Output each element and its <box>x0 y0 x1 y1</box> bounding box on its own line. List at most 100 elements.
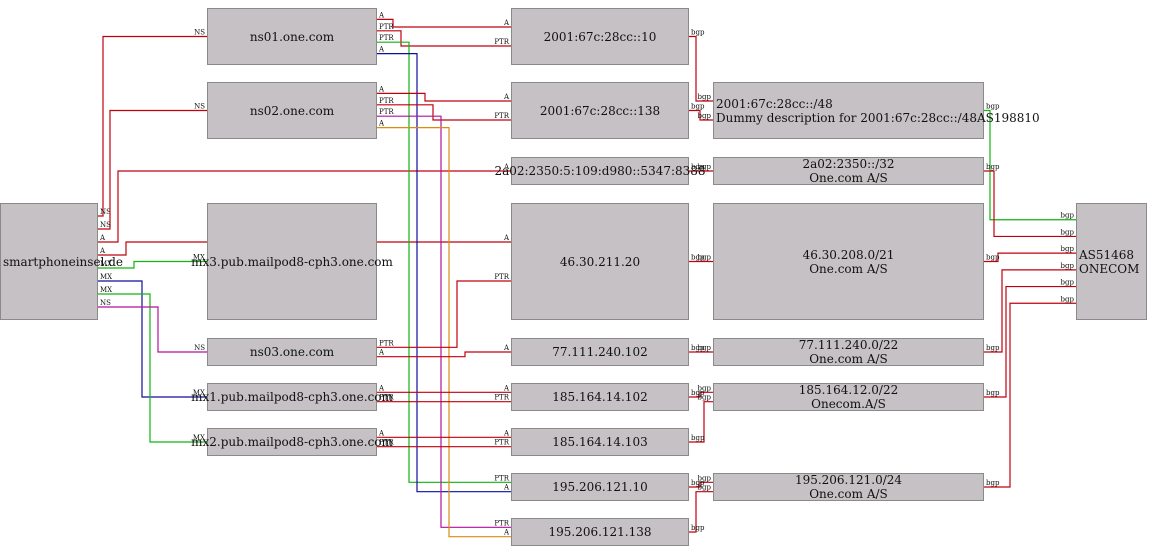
edge-label-target: PTR <box>494 394 509 402</box>
edge-label-target: bgp <box>698 344 712 352</box>
edge-label-source: bgp <box>986 254 1000 262</box>
node-prefix-2a02[interactable]: 2a02:2350::/32 One.com A/S <box>713 157 984 185</box>
node-ns03[interactable]: ns03.one.com <box>207 338 377 366</box>
edge-label-source: A <box>99 234 106 242</box>
edge-label-source: bgp <box>691 103 705 111</box>
edge-label-target: bgp <box>698 254 712 262</box>
edge-label-target: bgp <box>698 163 712 171</box>
edge-label-source: MX <box>100 286 112 294</box>
edge-label-target: PTR <box>494 112 509 120</box>
node-ip4-77-111-240-102[interactable]: 77.111.240.102 <box>511 338 689 366</box>
edge-label-source: bgp <box>691 524 705 532</box>
edge-label-source: bgp <box>691 479 705 487</box>
node-ip4-195-206-121-10[interactable]: 195.206.121.10 <box>511 473 689 501</box>
node-prefix-46[interactable]: 46.30.208.0/21 One.com A/S <box>713 203 984 320</box>
node-ip4-195-206-121-10-label: 195.206.121.10 <box>552 480 648 494</box>
edge-label-source: MX <box>100 260 112 268</box>
edge-label-source: PTR <box>379 23 394 31</box>
edge-ip6_138-pfx_2001 <box>689 109 713 121</box>
edge-label-source: A <box>378 384 385 392</box>
edge-ns02-ip4_121_138 <box>377 115 511 528</box>
node-prefix-77[interactable]: 77.111.240.0/22 One.com A/S <box>713 338 984 366</box>
node-ip6-138[interactable]: 2001:67c:28cc::138 <box>511 82 689 139</box>
node-asn-line2: ONECOM <box>1079 261 1140 276</box>
node-mx2[interactable]: mx2.pub.mailpod8-cph3.one.com <box>191 428 393 456</box>
edge-domain-mx2 <box>98 293 207 443</box>
edge-label-source: NS <box>100 299 111 307</box>
node-prefix-195-line1: 195.206.121.0/24 <box>794 473 903 487</box>
node-mx1[interactable]: mx1.pub.mailpod8-cph3.one.com <box>191 383 393 411</box>
node-ip6-138-label: 2001:67c:28cc::138 <box>539 103 661 118</box>
edge-label-source: PTR <box>379 97 394 105</box>
node-ip6-smartphone[interactable]: 2a02:2350:5:109:d980::5347:8388 <box>494 157 706 185</box>
edge-ip4_14_103-pfx_185 <box>689 401 713 443</box>
edge-label-source: PTR <box>379 34 394 42</box>
node-prefix-185[interactable]: 185.164.12.0/22 Onecom.A/S <box>713 383 984 411</box>
edge-label-target: PTR <box>494 474 509 482</box>
node-mx2-label: mx2.pub.mailpod8-cph3.one.com <box>191 435 393 449</box>
node-mx3[interactable]: mx3.pub.mailpod8-cph3.one.com <box>191 203 393 320</box>
edge-label-source: A <box>378 85 385 93</box>
edge-domain-mx1 <box>98 280 207 398</box>
edge-label-target: PTR <box>494 519 509 527</box>
edge-domain-ns03 <box>98 306 207 353</box>
node-prefix-2001-line1: 2001:67c:28cc::/48 <box>716 96 833 111</box>
edge-label-target: NS <box>194 29 205 37</box>
edge-label-source: A <box>378 11 385 19</box>
node-ns02[interactable]: ns02.one.com <box>207 82 377 139</box>
node-ns01[interactable]: ns01.one.com <box>207 8 377 65</box>
edge-label-target: bgp <box>698 112 712 120</box>
node-domain[interactable]: smartphoneinsel.de <box>0 203 123 320</box>
node-prefix-195-line2: One.com A/S <box>809 487 888 501</box>
node-asn[interactable]: AS51468 ONECOM <box>1076 203 1147 320</box>
edge-label-source: bgp <box>691 344 705 352</box>
node-ip6-10[interactable]: 2001:67c:28cc::10 <box>511 8 689 65</box>
node-prefix-185-line2: Onecom.A/S <box>811 397 886 411</box>
node-ns02-label: ns02.one.com <box>249 103 335 118</box>
edge-label-source: NS <box>100 221 111 229</box>
edge-label-source: PTR <box>379 108 394 116</box>
node-ip4-185-164-14-102-label: 185.164.14.102 <box>552 390 648 404</box>
node-prefix-195[interactable]: 195.206.121.0/24 One.com A/S <box>713 473 984 501</box>
node-prefix-2001-line2: Dummy description for 2001:67c:28cc::/48… <box>716 110 1040 125</box>
node-prefix-185-line1: 185.164.12.0/22 <box>798 383 899 397</box>
edge-ns02-ip4_121_138 <box>377 127 511 538</box>
node-ip4-195-206-121-138[interactable]: 195.206.121.138 <box>511 518 689 546</box>
node-ip6-10-label: 2001:67c:28cc::10 <box>543 29 657 44</box>
edge-label-target: A <box>503 529 510 537</box>
edge-label-source: bgp <box>986 103 1000 111</box>
edge-ip6_10-pfx_2001 <box>689 35 713 102</box>
edge-ns03-ip4_240_102 <box>377 351 511 358</box>
edge-ns01-ip4_121_10 <box>377 41 511 483</box>
edge-domain-ns01 <box>98 35 207 217</box>
edge-pfx_195-asn <box>984 302 1076 488</box>
node-ip4-46-30-211-20[interactable]: 46.30.211.20 <box>511 203 689 320</box>
node-ns01-label: ns01.one.com <box>249 29 335 44</box>
node-prefix-77-line1: 77.111.240.0/22 <box>798 338 899 352</box>
edge-label-target: A <box>503 93 510 101</box>
node-prefix-2a02-line2: One.com A/S <box>809 171 888 185</box>
edge-label-source: A <box>378 46 385 54</box>
edge-label-target: A <box>503 384 510 392</box>
edge-label-source: bgp <box>986 344 1000 352</box>
edge-label-target: NS <box>194 344 205 352</box>
edge-pfx_77-asn <box>984 269 1076 353</box>
edge-label-target: PTR <box>494 273 509 281</box>
edge-pfx_2001-asn <box>984 109 1076 221</box>
edge-pfx_185-asn <box>984 285 1076 398</box>
edge-domain-ns02 <box>98 109 207 230</box>
edge-label-source: PTR <box>379 339 394 347</box>
node-ip4-77-111-240-102-label: 77.111.240.102 <box>552 345 648 359</box>
edge-ns01-ip6_10 <box>377 18 511 28</box>
edge-label-target: A <box>503 234 510 242</box>
node-prefix-2001[interactable]: 2001:67c:28cc::/48 Dummy description for… <box>713 82 1040 139</box>
edge-label-target: NS <box>194 103 205 111</box>
node-ip6-smartphone-label: 2a02:2350:5:109:d980::5347:8388 <box>494 164 706 178</box>
edge-label-target: bgp <box>1061 295 1075 303</box>
edge-label-target: bgp <box>698 484 712 492</box>
node-ip4-185-164-14-102[interactable]: 185.164.14.102 <box>511 383 689 411</box>
node-ip4-185-164-14-103[interactable]: 185.164.14.103 <box>511 428 689 456</box>
edge-label-source: bgp <box>691 389 705 397</box>
